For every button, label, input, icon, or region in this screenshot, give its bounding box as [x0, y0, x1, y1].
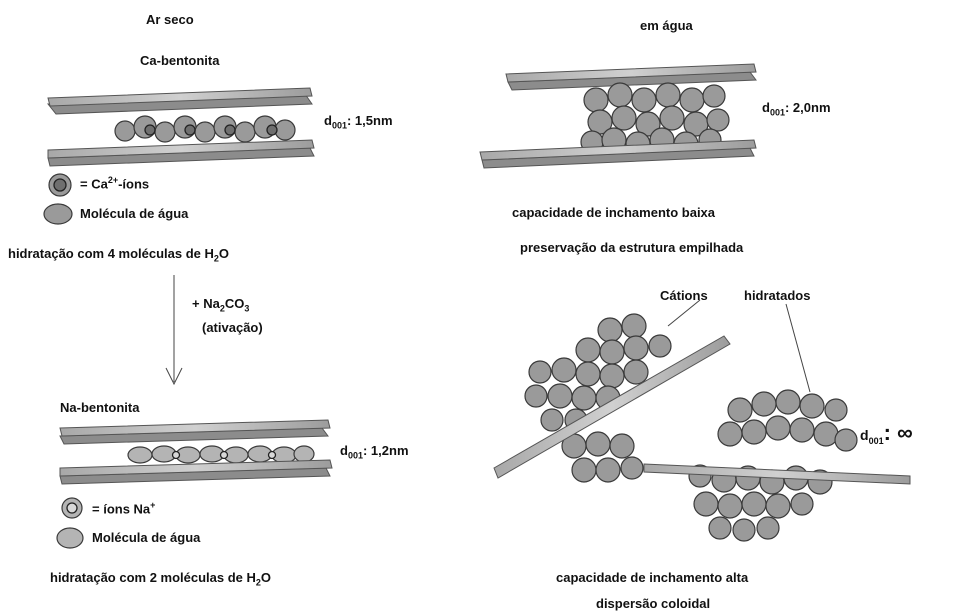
ca-interlayer-molecules [115, 116, 295, 142]
ca-ion-legend-icon [49, 174, 71, 196]
hydrated-cation-cluster-2 [689, 390, 857, 541]
water-swollen-stack [480, 64, 756, 168]
activation-arrow [166, 275, 182, 384]
colloidal-dispersion [494, 300, 910, 541]
ca-bentonite-stack [48, 88, 314, 166]
hydrated-cation-cluster-1 [525, 314, 671, 482]
hydrated-pointer-line [786, 304, 810, 392]
water-molecule-icon-1 [44, 204, 72, 224]
cations-pointer-line [668, 300, 700, 326]
na-ion-legend-icon [62, 498, 82, 518]
na-interlayer-molecules [128, 446, 314, 463]
na-bentonite-stack [60, 420, 332, 484]
water-molecule-icon-2 [57, 528, 83, 548]
